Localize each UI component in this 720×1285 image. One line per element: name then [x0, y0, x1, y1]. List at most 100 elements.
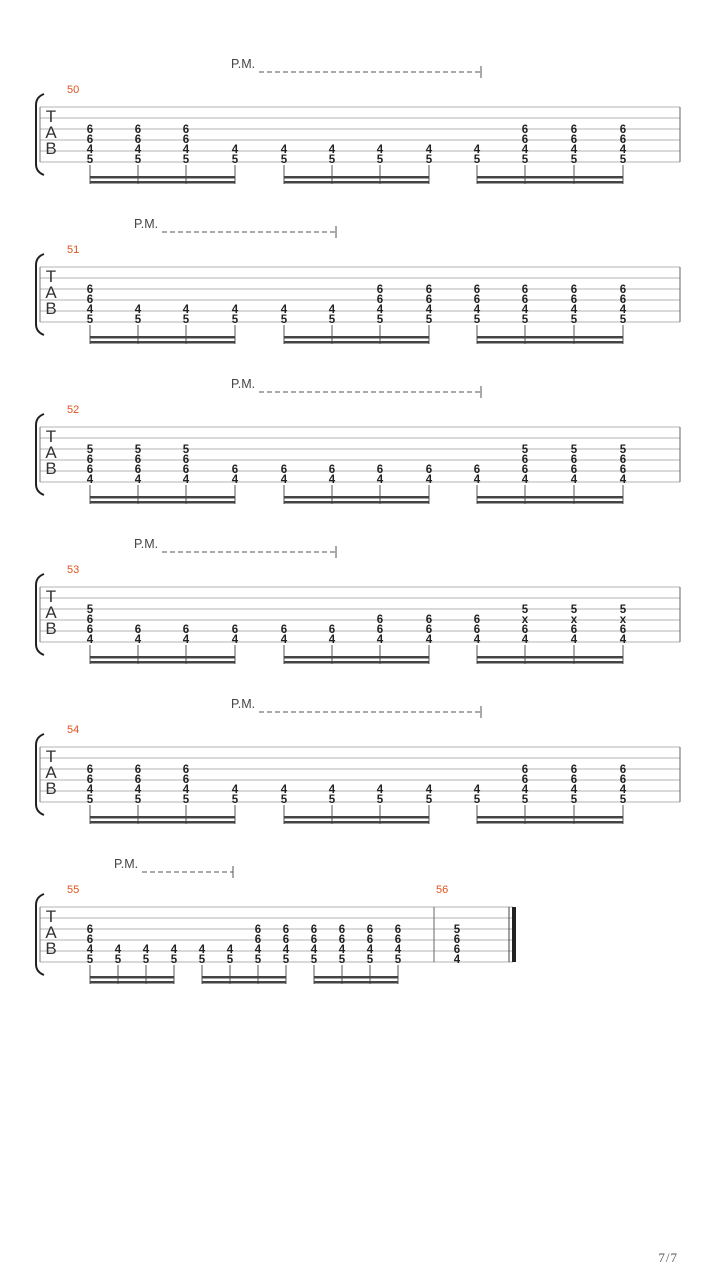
fret-number: 4 — [426, 144, 433, 156]
fret-number: 6 — [522, 294, 528, 306]
fret-number: 6 — [571, 774, 577, 786]
beam — [477, 656, 623, 659]
fret-number: 5 — [199, 954, 206, 966]
fret-number: 6 — [232, 624, 238, 636]
fret-number: 4 — [232, 144, 239, 156]
fret-number: 4 — [620, 144, 627, 156]
fret-number: 5 — [522, 154, 529, 166]
tab-system: TABP.M.53566464646464646646646645x645x64… — [35, 537, 681, 664]
fret-number: 6 — [522, 624, 528, 636]
fret-number: 6 — [620, 774, 626, 786]
tab-clef-letter: T — [46, 747, 56, 766]
fret-number: 5 — [87, 954, 94, 966]
fret-number: 5 — [571, 794, 578, 806]
fret-number: 5 — [329, 794, 336, 806]
fret-number: 6 — [329, 624, 335, 636]
tab-clef-letter: T — [46, 427, 56, 446]
fret-number: x — [522, 614, 529, 626]
fret-number: x — [571, 614, 578, 626]
fret-number: 6 — [339, 924, 345, 936]
fret-number: 6 — [281, 624, 287, 636]
fret-number: 5 — [571, 314, 578, 326]
fret-number: 4 — [571, 784, 578, 796]
fret-number: 4 — [87, 634, 94, 646]
fret-number: 4 — [571, 304, 578, 316]
fret-number: 4 — [426, 634, 433, 646]
tab-system: TABP.M.546645664566454545454545456645664… — [35, 697, 681, 824]
fret-number: 6 — [522, 284, 528, 296]
fret-number: 5 — [135, 314, 142, 326]
fret-number: 5 — [377, 314, 384, 326]
fret-number: 6 — [87, 454, 93, 466]
fret-number: 6 — [377, 464, 383, 476]
tab-clef-letter: A — [45, 763, 57, 782]
fret-number: 6 — [339, 934, 345, 946]
beam — [202, 981, 286, 984]
fret-number: 4 — [135, 474, 142, 486]
beam — [90, 501, 235, 504]
tab-clef-letter: B — [45, 139, 56, 158]
tab-clef-letter: T — [46, 907, 56, 926]
fret-number: 4 — [183, 304, 190, 316]
fret-number: 4 — [232, 634, 239, 646]
fret-number: 4 — [474, 784, 481, 796]
fret-number: 6 — [620, 624, 626, 636]
fret-number: 5 — [255, 954, 262, 966]
beam — [90, 496, 235, 499]
fret-number: 6 — [522, 764, 528, 776]
beam — [284, 661, 429, 664]
fret-number: 5 — [620, 444, 627, 456]
fret-number: 4 — [135, 784, 142, 796]
fret-number: 5 — [183, 444, 190, 456]
fret-number: 6 — [620, 294, 626, 306]
beam — [477, 176, 623, 179]
beam — [477, 821, 623, 824]
fret-number: 6 — [522, 124, 528, 136]
fret-number: 4 — [367, 944, 374, 956]
fret-number: 5 — [426, 794, 433, 806]
fret-number: 5 — [395, 954, 402, 966]
fret-number: 6 — [620, 764, 626, 776]
fret-number: 6 — [454, 944, 460, 956]
fret-number: 6 — [283, 924, 289, 936]
measure-number: 53 — [67, 564, 79, 576]
measure-number: 54 — [67, 724, 79, 736]
fret-number: 5 — [281, 154, 288, 166]
fret-number: 6 — [571, 624, 577, 636]
fret-number: 6 — [183, 624, 189, 636]
fret-number: 4 — [135, 304, 142, 316]
fret-number: 5 — [87, 604, 94, 616]
fret-number: 6 — [377, 284, 383, 296]
fret-number: 6 — [183, 134, 189, 146]
fret-number: 6 — [87, 764, 93, 776]
fret-number: 6 — [135, 454, 141, 466]
measure-number: 50 — [67, 84, 79, 96]
fret-number: 6 — [135, 764, 141, 776]
fret-number: 5 — [329, 314, 336, 326]
measure-number: 55 — [67, 884, 79, 896]
fret-number: 5 — [522, 444, 529, 456]
fret-number: 5 — [232, 794, 239, 806]
fret-number: 6 — [87, 924, 93, 936]
palm-mute-label: P.M. — [231, 377, 255, 391]
fret-number: 4 — [143, 944, 150, 956]
fret-number: 4 — [426, 474, 433, 486]
fret-number: 6 — [329, 464, 335, 476]
fret-number: 5 — [87, 314, 94, 326]
fret-number: 4 — [329, 304, 336, 316]
measure-number: 51 — [67, 244, 79, 256]
fret-number: 6 — [571, 284, 577, 296]
system-bracket — [35, 413, 45, 496]
tab-clef-letter: T — [46, 587, 56, 606]
fret-number: 4 — [87, 784, 94, 796]
fret-number: 4 — [620, 474, 627, 486]
fret-number: 5 — [571, 444, 578, 456]
fret-number: 4 — [377, 634, 384, 646]
fret-number: 4 — [183, 634, 190, 646]
fret-number: 6 — [135, 124, 141, 136]
palm-mute-label: P.M. — [114, 857, 138, 871]
beam — [477, 341, 623, 344]
fret-number: 6 — [620, 124, 626, 136]
fret-number: 6 — [426, 294, 432, 306]
fret-number: 5 — [171, 954, 178, 966]
